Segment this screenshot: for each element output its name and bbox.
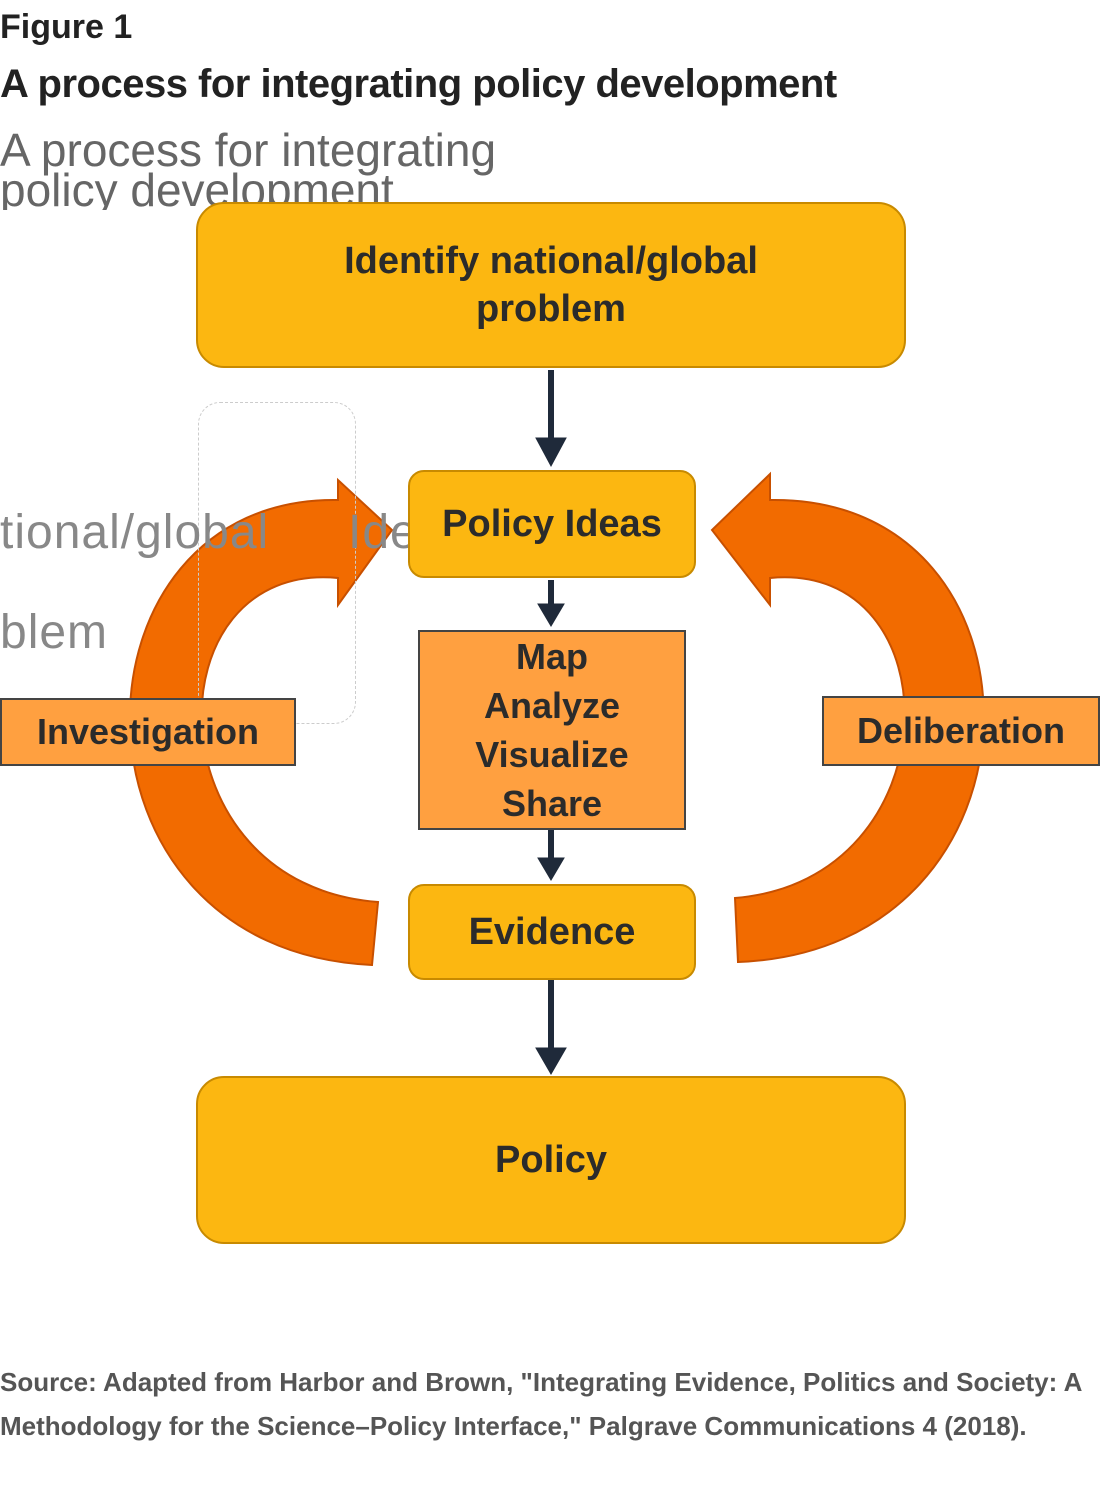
ghost-fragment: tional/global xyxy=(0,506,270,559)
action-map: Map xyxy=(516,636,588,677)
ghost-fragment: blem xyxy=(0,606,109,659)
policy-box: Policy xyxy=(196,1076,906,1244)
policy-ideas-box: Policy Ideas xyxy=(408,470,696,578)
action-share: Share xyxy=(501,783,603,824)
action-visualize: Visualize xyxy=(475,734,629,775)
figure-label: Figure 1 xyxy=(0,8,133,46)
figure-title: A process for integrating policy develop… xyxy=(0,62,837,106)
investigation-arc xyxy=(128,477,394,967)
investigation-label: Investigation xyxy=(0,698,296,766)
connector-arrows xyxy=(535,370,567,1076)
actions-box: Map Analyze Visualize Share xyxy=(418,630,686,830)
problem-box: Identify national/global problem xyxy=(196,202,906,368)
deliberation-arc xyxy=(710,471,985,964)
evidence-box: Evidence xyxy=(408,884,696,980)
source-note: Source: Adapted from Harbor and Brown, "… xyxy=(0,1367,1082,1441)
deliberation-label: Deliberation xyxy=(822,696,1100,766)
ghost-outline xyxy=(198,402,356,724)
action-analyze: Analyze xyxy=(483,685,621,726)
